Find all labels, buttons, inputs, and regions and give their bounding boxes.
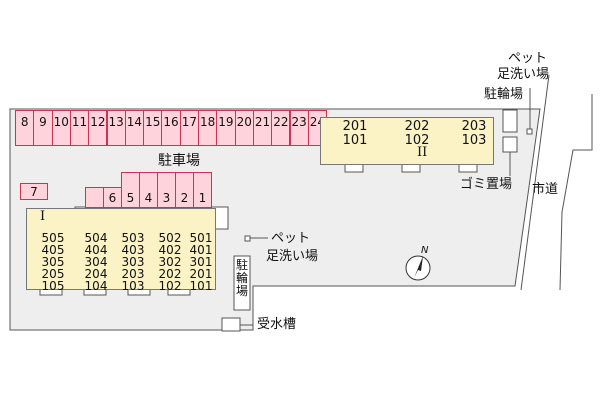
parking-stall-8: 8 <box>15 110 35 146</box>
parking-stall-17: 17 <box>179 110 199 146</box>
water-tank-box <box>221 317 241 332</box>
parking-stall-22: 22 <box>271 110 291 146</box>
parking-stall-6: 6 <box>103 187 122 208</box>
bicycle-parking-middle <box>233 255 251 311</box>
unit-405: 405 <box>41 243 65 257</box>
unit-105: 105 <box>41 279 65 293</box>
city-road-edge-far <box>559 94 593 291</box>
unit-401: 401 <box>189 243 213 257</box>
unit-505: 505 <box>41 231 65 245</box>
water-tank-label: 受水槽 <box>257 317 297 332</box>
unit-202: 202 <box>404 119 430 134</box>
parking-stall-1: 1 <box>193 172 212 208</box>
unit-304: 304 <box>84 255 108 269</box>
parking-stall-20: 20 <box>234 110 254 146</box>
unit-201: 201 <box>342 119 368 134</box>
parking-stall-9: 9 <box>33 110 53 146</box>
parking-stall-12: 12 <box>88 110 108 146</box>
parking-stall-4: 4 <box>139 172 158 208</box>
unit-201: 201 <box>189 267 213 281</box>
unit-102: 102 <box>158 279 182 293</box>
unit-404: 404 <box>84 243 108 257</box>
bicycle-parking-top <box>502 109 518 133</box>
unit-103: 103 <box>121 279 145 293</box>
unit-204: 204 <box>84 267 108 281</box>
building-1-name: I <box>40 209 46 224</box>
garbage-box <box>502 136 518 153</box>
parking-stall-23: 23 <box>289 110 309 146</box>
pet-footwash-top-marker <box>526 128 533 135</box>
pet-footwash-middle-marker <box>244 235 251 242</box>
parking-stall-3: 3 <box>157 172 176 208</box>
pet-footwash-middle-label-2: 足洗い場 <box>266 249 319 264</box>
unit-103: 103 <box>461 133 487 148</box>
north-label: N <box>421 245 429 256</box>
parking-stall-5: 5 <box>121 172 140 208</box>
pet-footwash-top-label-1: ペット <box>508 51 548 66</box>
unit-303: 303 <box>121 255 145 269</box>
unit-503: 503 <box>121 231 145 245</box>
parking-stall-7: 7 <box>20 183 48 200</box>
parking-stall-10: 10 <box>51 110 71 146</box>
unit-202: 202 <box>158 267 182 281</box>
parking-stall-19: 19 <box>216 110 236 146</box>
unit-502: 502 <box>158 231 182 245</box>
building-2 <box>320 117 494 165</box>
unit-501: 501 <box>189 231 213 245</box>
parking-stall-11: 11 <box>69 110 90 146</box>
bicycle-parking-top-label: 駐輪場 <box>484 87 524 102</box>
north-arrow-icon <box>414 256 423 278</box>
building-2-name: II <box>417 145 428 160</box>
unit-403: 403 <box>121 243 145 257</box>
unit-101: 101 <box>189 279 213 293</box>
parking-stall-21: 21 <box>252 110 273 146</box>
pet-footwash-middle-label-1: ペット <box>271 231 311 246</box>
city-road-edge <box>520 74 550 291</box>
unit-504: 504 <box>84 231 108 245</box>
parking-stall-15: 15 <box>143 110 163 146</box>
unit-203: 203 <box>461 119 487 134</box>
parking-stall-extra <box>85 187 104 208</box>
unit-205: 205 <box>41 267 65 281</box>
unit-203: 203 <box>121 267 145 281</box>
unit-102: 102 <box>404 133 430 148</box>
unit-305: 305 <box>41 255 65 269</box>
parking-stall-18: 18 <box>198 110 218 146</box>
parking-stall-14: 14 <box>124 110 145 146</box>
garbage-label: ゴミ置場 <box>460 177 513 192</box>
parking-stall-13: 13 <box>106 110 126 146</box>
unit-101: 101 <box>342 133 368 148</box>
pet-footwash-top-label-2: 足洗い場 <box>497 67 550 82</box>
compass-circle <box>405 255 431 281</box>
unit-104: 104 <box>84 279 108 293</box>
city-road-label: 市道 <box>532 182 559 197</box>
building-1 <box>26 208 216 290</box>
parking-label: 駐車場 <box>158 153 200 169</box>
bicycle-parking-middle-label: 駐輪場 <box>236 258 249 298</box>
parking-stall-2: 2 <box>175 172 194 208</box>
unit-302: 302 <box>158 255 182 269</box>
unit-301: 301 <box>189 255 213 269</box>
parking-stall-16: 16 <box>161 110 181 146</box>
unit-402: 402 <box>158 243 182 257</box>
